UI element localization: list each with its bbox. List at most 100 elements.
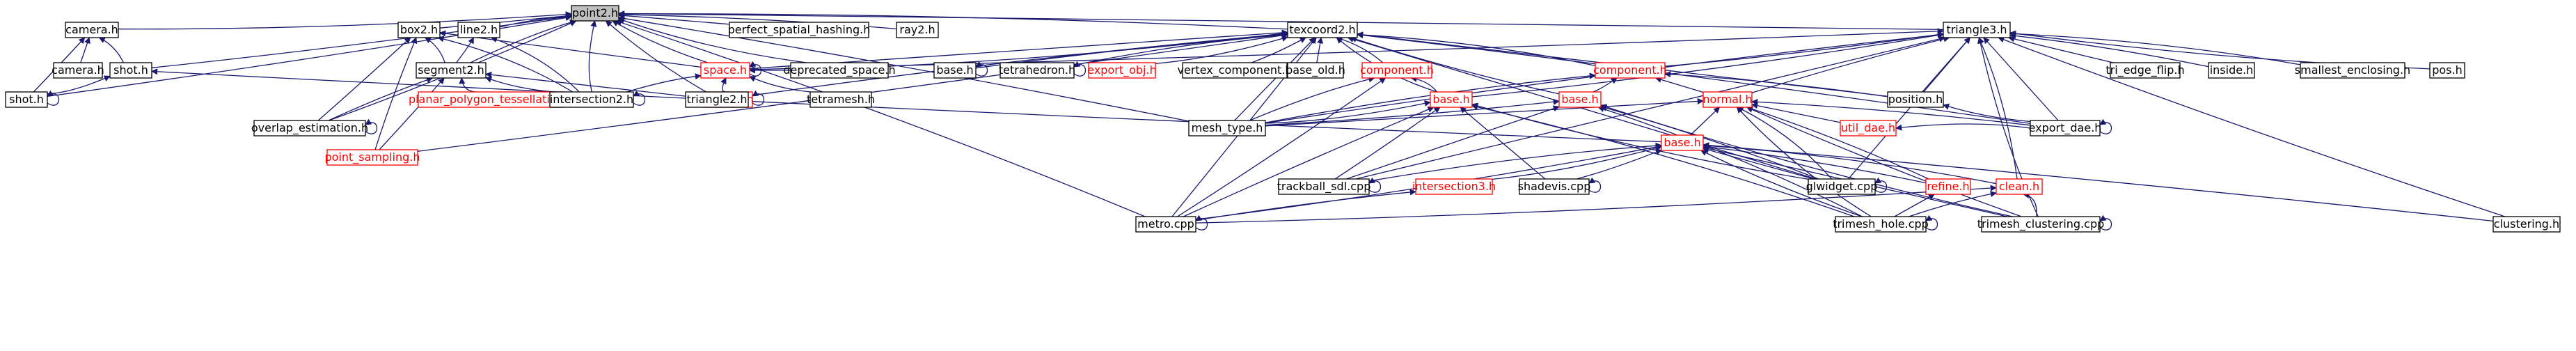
node-trackball-sdl[interactable]: trackball_sdl.cpp (1277, 178, 1371, 195)
edge-clean-to-metro (1195, 185, 1997, 224)
node-export-dae[interactable]: export_dae.h (2029, 120, 2102, 136)
node-line2[interactable]: line2.h (457, 22, 500, 38)
node-label: tri_edge_flip.h (2105, 63, 2184, 77)
node-triangle3[interactable]: triangle3.h (1943, 22, 2011, 38)
node-label: triangle2.h (686, 93, 747, 106)
node-shot2[interactable]: shot.h (5, 91, 48, 108)
node-triangle2[interactable]: triangle2.h (685, 91, 749, 108)
node-box (2110, 62, 2181, 79)
edge-triangle3-to-clustering (1998, 36, 2506, 217)
edge-base_h4-to-intersection3 (1492, 145, 1662, 180)
node-base-h3[interactable]: base.h (1558, 91, 1602, 108)
node-segment2[interactable]: segment2.h (416, 62, 487, 79)
edge-normal-to-export_dae (1751, 98, 2031, 126)
node-texcoord2[interactable]: texcoord2.h (1287, 22, 1358, 38)
edge-component2-to-base_h3 (1593, 77, 1618, 93)
edge-refine-to-trimesh_hole (1894, 194, 1935, 217)
edge-box2-to-point_sampling (374, 37, 418, 150)
node-trimesh-clustering[interactable]: trimesh_clustering.cpp (1977, 216, 2105, 233)
node-shadevis[interactable]: shadevis.cpp (1518, 178, 1591, 195)
node-refine[interactable]: refine.h (1925, 178, 1971, 195)
node-intersection2[interactable]: intersection2.h (549, 91, 634, 108)
node-box (1661, 134, 1704, 151)
edge-base_h2-to-trimesh_hole (1471, 104, 1855, 217)
edge-segment2-to-planar (459, 77, 481, 93)
node-base-h2[interactable]: base.h (1430, 91, 1473, 108)
edge-texcoord2-to-tetrahedron (1073, 32, 1288, 66)
edge-normal-to-util_dae (1751, 102, 1841, 123)
node-label: vertex_component.h (1178, 63, 1293, 77)
node-component2[interactable]: component.h (1593, 62, 1667, 79)
node-tetramesh[interactable]: tetramesh.h (807, 91, 875, 108)
edge-line2-to-segment2 (456, 37, 474, 63)
node-position[interactable]: position.h (1887, 91, 1944, 108)
node-box (1361, 62, 1432, 79)
node-overlap[interactable]: overlap_estimation.h (251, 120, 368, 136)
node-deprecated[interactable]: deprecated_space.h (783, 62, 896, 79)
edge-component1-to-mesh_type (1249, 76, 1375, 121)
edge-texcoord2-to-mesh_type (1234, 37, 1315, 121)
node-mesh-type[interactable]: mesh_type.h (1188, 120, 1266, 136)
node-clustering[interactable]: clustering.h (2492, 216, 2561, 233)
edge-point2-to-segment2 (470, 19, 577, 63)
edge-point2-to-space (612, 20, 709, 63)
node-box (416, 62, 487, 79)
edge-segment2-to-overlap (328, 77, 433, 121)
edge-triangle3-to-trackball_sdl (1355, 36, 1945, 180)
node-metro[interactable]: metro.cpp (1135, 216, 1196, 233)
edge-space-to-addons (720, 77, 728, 93)
node-label: trackball_sdl.cpp (1277, 180, 1371, 194)
edge-point2-to-texcoord2 (618, 10, 1288, 30)
node-box (999, 62, 1075, 79)
node-box (571, 5, 619, 22)
node-planar[interactable]: planar_polygon_tessellation.h (409, 91, 574, 108)
node-perfect[interactable]: perfect_spatial_hashing.h (728, 22, 871, 38)
edge-point2-to-triangle3 (618, 10, 1944, 31)
node-space[interactable]: space.h (700, 62, 750, 79)
node-base-h4[interactable]: base.h (1661, 134, 1704, 151)
node-box (1981, 216, 2101, 233)
edge-export_dae-to-export_dae (2099, 118, 2112, 134)
node-base-old[interactable]: base_old.h (1286, 62, 1345, 79)
node-box (1887, 91, 1944, 108)
node-box (1135, 216, 1196, 233)
edge-normal-to-mesh_type (1265, 98, 1704, 127)
node-box (700, 62, 750, 79)
node-label: line2.h (460, 23, 498, 36)
edge-base_h3-to-glwidget (1600, 104, 1819, 180)
node-camera[interactable]: camera.h (65, 22, 119, 38)
edge-overlap-to-overlap (365, 118, 378, 134)
edge-triangle3-to-clean (1978, 37, 2018, 180)
node-label: position.h (1888, 93, 1943, 106)
node-pos[interactable]: pos.h (2429, 62, 2465, 79)
node-util-dae[interactable]: util_dae.h (1840, 120, 1897, 136)
node-label: trimesh_hole.cpp (1833, 217, 1929, 231)
node-inside[interactable]: inside.h (2208, 62, 2255, 79)
node-box (65, 22, 119, 38)
node-normal[interactable]: normal.h (1702, 91, 1753, 108)
node-glwidget[interactable]: glwidget.cpp (1806, 178, 1878, 195)
node-label: smallest_enclosing.h (2295, 63, 2410, 77)
node-intersection3[interactable]: intersection3.h (1412, 178, 1496, 195)
node-box2[interactable]: box2.h (397, 22, 441, 38)
node-ray2[interactable]: ray2.h (896, 22, 939, 38)
node-component1[interactable]: component.h (1360, 62, 1434, 79)
node-tri-edge-flip[interactable]: tri_edge_flip.h (2105, 62, 2185, 79)
node-vertex-component[interactable]: vertex_component.h (1178, 62, 1293, 79)
node-camera2[interactable]: camera.h (52, 62, 104, 79)
node-smallest[interactable]: smallest_enclosing.h (2295, 62, 2410, 79)
edge-normal-to-glwidget (1737, 107, 1833, 180)
node-clean[interactable]: clean.h (1996, 178, 2043, 195)
node-export-obj[interactable]: export_obj.h (1087, 62, 1157, 79)
node-shot[interactable]: shot.h (109, 62, 152, 79)
edge-base_h1-to-base_h1 (975, 61, 988, 77)
node-point2[interactable]: point2.h (571, 5, 619, 22)
node-tetrahedron[interactable]: tetrahedron.h (999, 62, 1075, 79)
node-box (1595, 62, 1666, 79)
node-label: point_sampling.h (324, 150, 420, 164)
node-trimesh-hole[interactable]: trimesh_hole.cpp (1833, 216, 1929, 233)
edge-tetrahedron-to-tetrahedron (1073, 61, 1086, 77)
node-point-sampling[interactable]: point_sampling.h (324, 149, 420, 166)
node-base-h1[interactable]: base.h (933, 62, 977, 79)
